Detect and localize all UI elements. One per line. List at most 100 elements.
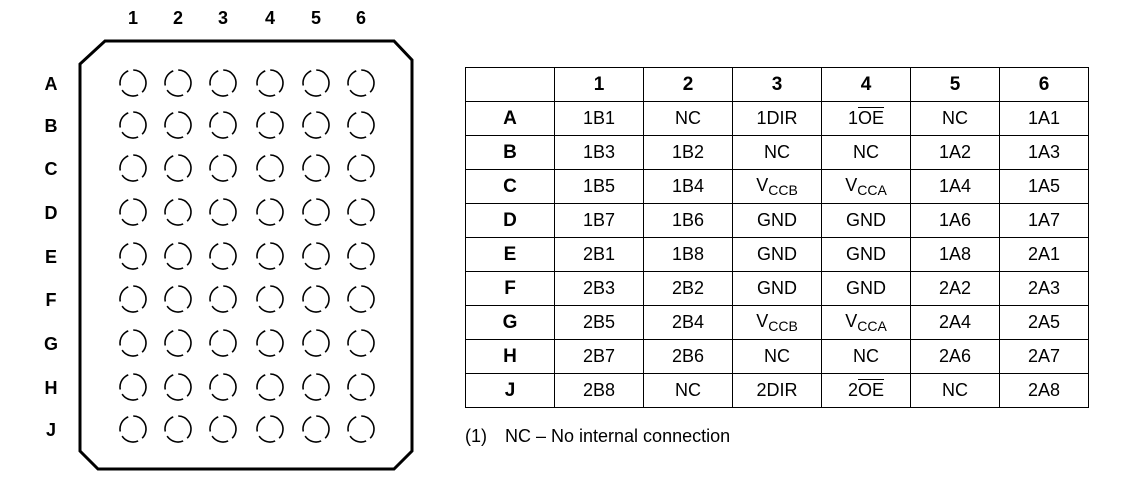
package-row-label: E bbox=[45, 247, 57, 267]
solder-ball bbox=[119, 242, 147, 270]
table-cell: 2B1 bbox=[554, 237, 644, 272]
table-row-header: C bbox=[465, 169, 555, 204]
solder-ball bbox=[164, 285, 192, 313]
table-cell: 1B8 bbox=[643, 237, 733, 272]
package-row-label: C bbox=[45, 159, 58, 179]
table-row-header: H bbox=[465, 339, 555, 374]
solder-ball bbox=[347, 415, 375, 443]
table-cell: NC bbox=[732, 135, 822, 170]
solder-ball bbox=[347, 111, 375, 139]
table-cell: 2A2 bbox=[910, 271, 1000, 306]
table-row-header: B bbox=[465, 135, 555, 170]
table-cell: 2A3 bbox=[999, 271, 1089, 306]
table-cell: 2DIR bbox=[732, 373, 822, 408]
solder-ball bbox=[256, 373, 284, 401]
solder-ball bbox=[119, 415, 147, 443]
solder-ball bbox=[347, 154, 375, 182]
table-column-header: 4 bbox=[821, 67, 911, 102]
package-row-label: A bbox=[45, 74, 58, 94]
solder-ball bbox=[347, 373, 375, 401]
solder-ball bbox=[302, 69, 330, 97]
table-cell: 2A6 bbox=[910, 339, 1000, 374]
solder-ball bbox=[209, 69, 237, 97]
solder-ball bbox=[164, 373, 192, 401]
table-cell: 1OE bbox=[821, 101, 911, 136]
solder-ball bbox=[119, 285, 147, 313]
table-cell: VCCA bbox=[821, 305, 911, 340]
table-cell: 1B5 bbox=[554, 169, 644, 204]
table-cell: 2A1 bbox=[999, 237, 1089, 272]
table-cell: 2B5 bbox=[554, 305, 644, 340]
solder-ball bbox=[256, 415, 284, 443]
solder-ball bbox=[347, 329, 375, 357]
solder-ball bbox=[119, 154, 147, 182]
table-cell: 1B2 bbox=[643, 135, 733, 170]
package-column-label: 4 bbox=[265, 8, 275, 28]
table-cell: NC bbox=[821, 135, 911, 170]
table-row-header: G bbox=[465, 305, 555, 340]
package-row-label: J bbox=[46, 420, 56, 440]
package-row-label: B bbox=[45, 116, 58, 136]
solder-ball bbox=[119, 198, 147, 226]
package-row-label: H bbox=[45, 378, 58, 398]
table-row-header: F bbox=[465, 271, 555, 306]
footnote: (1)NC – No internal connection bbox=[465, 426, 730, 447]
solder-ball bbox=[164, 415, 192, 443]
solder-ball bbox=[209, 415, 237, 443]
package-column-label: 3 bbox=[218, 8, 228, 28]
table-cell: 1B4 bbox=[643, 169, 733, 204]
table-column-header: 1 bbox=[554, 67, 644, 102]
solder-ball bbox=[256, 69, 284, 97]
table-cell: 2A8 bbox=[999, 373, 1089, 408]
solder-ball bbox=[256, 111, 284, 139]
table-cell: 2B3 bbox=[554, 271, 644, 306]
table-cell: NC bbox=[910, 373, 1000, 408]
solder-ball bbox=[209, 329, 237, 357]
solder-ball bbox=[302, 329, 330, 357]
solder-ball bbox=[256, 242, 284, 270]
package-column-label: 6 bbox=[356, 8, 366, 28]
footnote-text: NC – No internal connection bbox=[505, 426, 731, 446]
table-cell: 1A1 bbox=[999, 101, 1089, 136]
solder-ball bbox=[302, 154, 330, 182]
table-cell: GND bbox=[821, 203, 911, 238]
table-cell: 1B1 bbox=[554, 101, 644, 136]
table-cell: NC bbox=[821, 339, 911, 374]
package-column-label: 1 bbox=[128, 8, 138, 28]
table-cell: 1A7 bbox=[999, 203, 1089, 238]
table-row-header: J bbox=[465, 373, 555, 408]
table-cell: NC bbox=[910, 101, 1000, 136]
table-cell: 1A2 bbox=[910, 135, 1000, 170]
table-cell: 2OE bbox=[821, 373, 911, 408]
solder-ball bbox=[256, 154, 284, 182]
table-column-header: 2 bbox=[643, 67, 733, 102]
solder-ball bbox=[209, 198, 237, 226]
solder-ball bbox=[302, 415, 330, 443]
table-cell: GND bbox=[821, 271, 911, 306]
solder-ball bbox=[209, 111, 237, 139]
table-cell: NC bbox=[732, 339, 822, 374]
solder-ball bbox=[119, 111, 147, 139]
table-cell: 2A5 bbox=[999, 305, 1089, 340]
solder-ball bbox=[302, 242, 330, 270]
solder-ball bbox=[164, 154, 192, 182]
package-row-label: G bbox=[44, 334, 58, 354]
table-cell: GND bbox=[732, 271, 822, 306]
table-column-header: 3 bbox=[732, 67, 822, 102]
table-cell: 1A6 bbox=[910, 203, 1000, 238]
table-cell: 2B2 bbox=[643, 271, 733, 306]
solder-ball bbox=[256, 329, 284, 357]
table-cell: 2B7 bbox=[554, 339, 644, 374]
solder-ball bbox=[347, 242, 375, 270]
solder-ball bbox=[302, 285, 330, 313]
table-row-header: E bbox=[465, 237, 555, 272]
solder-ball bbox=[347, 69, 375, 97]
